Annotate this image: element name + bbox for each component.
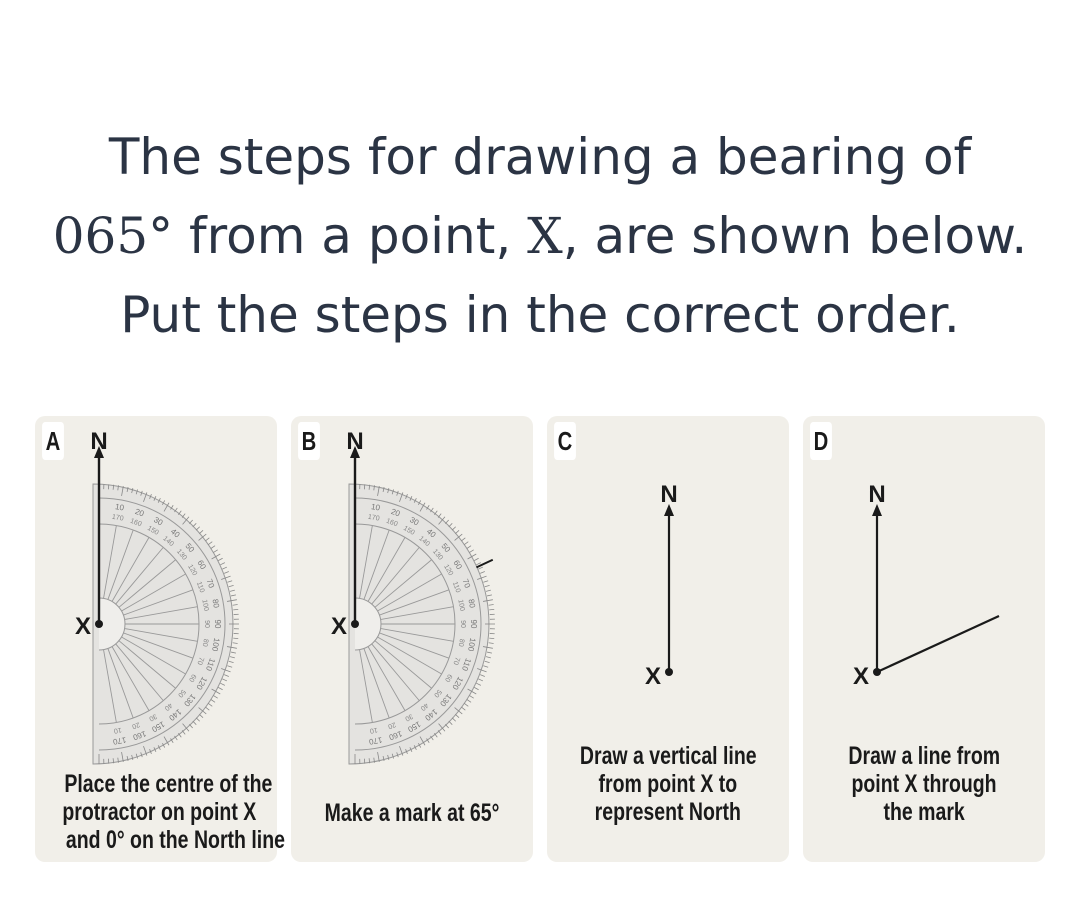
svg-text:170: 170: [112, 735, 127, 746]
svg-text:N: N: [868, 481, 885, 508]
question-line-3: Put the steps in the correct order.: [120, 286, 960, 344]
svg-text:110: 110: [460, 657, 473, 673]
svg-text:X: X: [331, 613, 347, 640]
svg-text:20: 20: [134, 507, 146, 519]
svg-text:100: 100: [456, 599, 465, 612]
svg-text:30: 30: [404, 712, 414, 722]
svg-text:80: 80: [466, 598, 477, 609]
svg-text:150: 150: [402, 525, 416, 537]
svg-text:80: 80: [201, 638, 209, 647]
svg-text:90: 90: [469, 620, 478, 629]
svg-text:50: 50: [176, 688, 186, 699]
card-caption: Draw a line from point X through the mar…: [848, 742, 1000, 826]
svg-text:50: 50: [432, 688, 442, 699]
svg-text:100: 100: [210, 637, 221, 652]
svg-text:10: 10: [114, 502, 125, 513]
svg-text:70: 70: [461, 578, 473, 590]
svg-text:150: 150: [146, 525, 160, 537]
svg-text:X: X: [853, 663, 869, 690]
svg-text:60: 60: [443, 673, 453, 683]
svg-text:160: 160: [129, 518, 142, 529]
svg-text:170: 170: [111, 514, 124, 523]
bearing-value: 065°: [52, 207, 174, 265]
svg-text:120: 120: [442, 563, 454, 577]
question-line-1: The steps for drawing a bearing of: [108, 128, 972, 186]
svg-text:N: N: [90, 428, 107, 455]
step-card-c[interactable]: N X C Draw a vertical line from point X …: [547, 416, 789, 862]
svg-text:110: 110: [195, 581, 205, 594]
svg-text:110: 110: [204, 657, 217, 673]
svg-text:10: 10: [113, 726, 122, 734]
card-caption: Draw a vertical line from point X to rep…: [579, 742, 757, 826]
card-letter: C: [554, 422, 576, 460]
svg-text:160: 160: [385, 518, 398, 529]
north-line-diagram: N X: [645, 481, 678, 690]
svg-text:90: 90: [203, 620, 210, 628]
svg-text:70: 70: [195, 656, 204, 666]
svg-text:60: 60: [187, 673, 197, 683]
card-caption: Place the centre of the protractor on po…: [62, 770, 285, 854]
svg-text:70: 70: [205, 578, 217, 590]
svg-text:20: 20: [131, 720, 141, 729]
card-letter: D: [810, 422, 832, 460]
question-line-2: 065° from a point, X, are shown below.: [52, 207, 1028, 265]
svg-text:120: 120: [186, 563, 198, 577]
svg-text:N: N: [660, 481, 677, 508]
card-caption: Make a mark at 65°: [324, 799, 500, 827]
svg-text:10: 10: [369, 726, 378, 734]
svg-text:30: 30: [148, 712, 158, 722]
card-letter: B: [298, 422, 320, 460]
svg-text:100: 100: [466, 637, 477, 652]
svg-text:170: 170: [368, 735, 383, 746]
svg-text:20: 20: [387, 720, 397, 729]
point-label: X: [527, 207, 563, 265]
svg-text:80: 80: [210, 598, 221, 609]
question-text: The steps for drawing a bearing of 065° …: [0, 118, 1080, 355]
svg-text:110: 110: [451, 581, 461, 594]
svg-text:80: 80: [457, 638, 465, 647]
svg-text:20: 20: [390, 507, 402, 519]
svg-text:160: 160: [387, 729, 403, 742]
svg-text:X: X: [75, 613, 91, 640]
card-letter: A: [42, 422, 64, 460]
svg-text:160: 160: [131, 729, 147, 742]
svg-text:40: 40: [419, 701, 430, 711]
svg-text:90: 90: [459, 620, 466, 628]
svg-text:40: 40: [163, 701, 174, 711]
svg-text:170: 170: [367, 514, 380, 523]
step-card-d[interactable]: N X D Draw a line from point X through t…: [803, 416, 1045, 862]
svg-text:10: 10: [370, 502, 381, 513]
svg-text:90: 90: [213, 620, 222, 629]
svg-text:X: X: [645, 663, 661, 690]
svg-text:100: 100: [200, 599, 209, 612]
svg-text:70: 70: [451, 656, 460, 666]
svg-text:N: N: [346, 428, 363, 455]
bearing-line-diagram: N X: [853, 481, 1000, 690]
